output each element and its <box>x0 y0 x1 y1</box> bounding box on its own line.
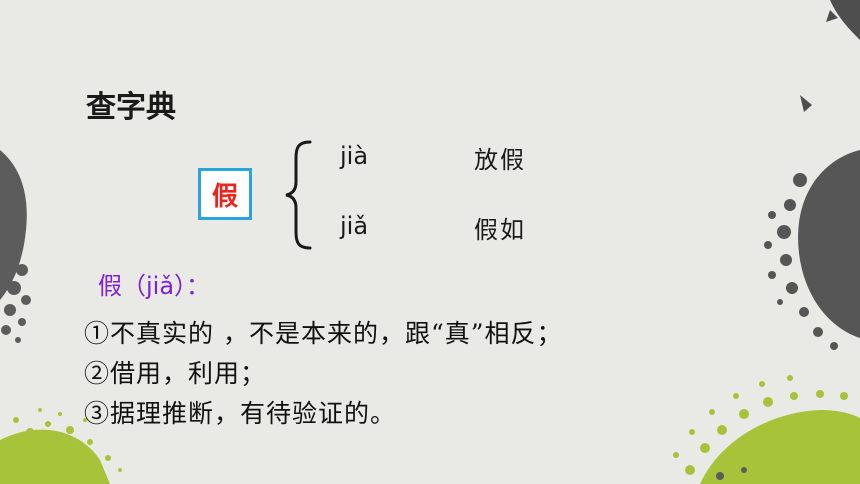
definition-2: ②借用，利用； <box>84 359 267 388</box>
definition-3: ③据理推断，有待验证的。 <box>84 399 397 428</box>
definitions-list: ①不真实的 ，不是本来的，跟“真”相反； ②借用，利用； ③据理推断，有待验证的… <box>84 314 563 434</box>
definition-1: ①不真实的 ，不是本来的，跟“真”相反； <box>84 319 563 348</box>
bottom-right-green-decoration <box>673 375 860 484</box>
left-curly-brace-icon <box>285 140 312 250</box>
top-right-decoration <box>800 0 860 112</box>
page-title: 查字典 <box>86 90 176 125</box>
entry-heading: 假（jiǎ）： <box>98 272 211 300</box>
reading-2-pinyin: jiǎ <box>340 212 369 240</box>
bottom-left-green-decoration <box>0 408 122 484</box>
character-box: 假 <box>198 168 252 220</box>
left-plant-decoration <box>0 150 31 343</box>
right-plant-decoration <box>764 150 860 350</box>
bottom-right-dark-decoration <box>716 467 747 480</box>
reading-2-word: 假如 <box>474 216 526 244</box>
reading-1-pinyin: jià <box>340 142 369 170</box>
reading-1-word: 放假 <box>474 146 526 174</box>
